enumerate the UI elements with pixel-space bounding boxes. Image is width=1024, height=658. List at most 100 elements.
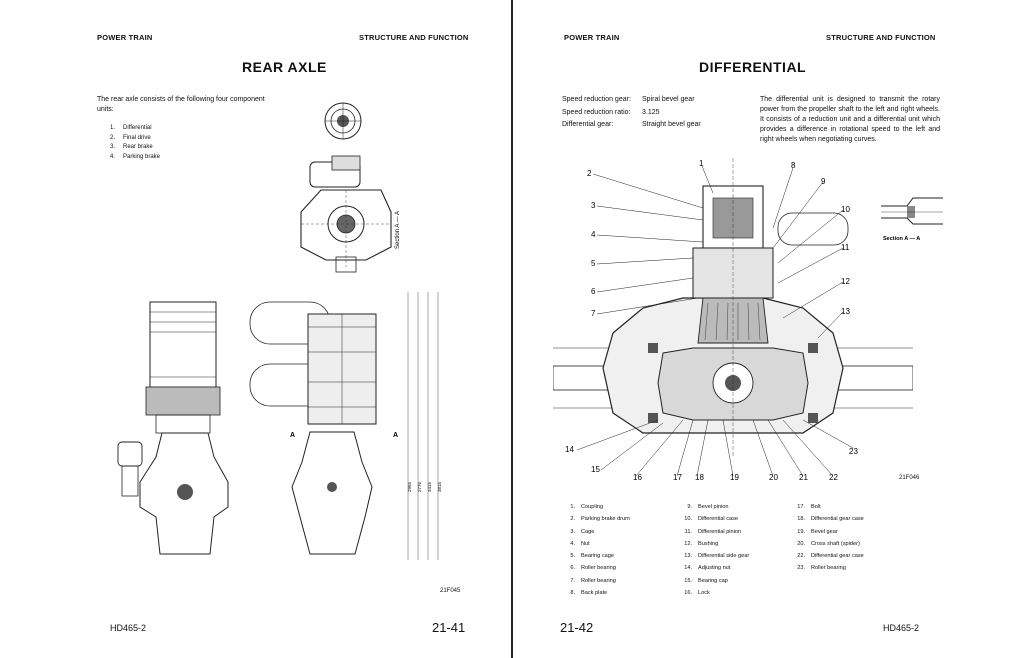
callout-4: 4 (591, 230, 596, 239)
part-number: 16. (684, 590, 692, 597)
component-item: 2. Final drive (97, 134, 160, 144)
part-list-item: 14.Adjusting nut (676, 562, 749, 574)
spec-value: Straight bevel gear (642, 121, 701, 128)
part-list-item: 10.Differential case (676, 513, 749, 525)
callout-7: 7 (591, 309, 596, 318)
callout-8: 8 (791, 161, 796, 170)
component-label: Parking brake (123, 153, 161, 160)
part-number: 23. (797, 565, 805, 572)
part-list-item: 20.Cross shaft (spider) (789, 538, 864, 550)
callout-20: 20 (769, 473, 778, 482)
part-number: 22. (797, 553, 805, 560)
part-number: 3. (570, 528, 575, 535)
callout-18: 18 (695, 473, 704, 482)
part-number: 9. (687, 504, 692, 510)
part-label: Roller bearing (581, 577, 616, 584)
part-label: Lock (698, 590, 710, 597)
part-label: Adjusting nut (698, 565, 731, 572)
part-label: Differential gear case (811, 553, 864, 560)
page-title-differential: DIFFERENTIAL (699, 59, 807, 75)
right-header-section: POWER TRAIN (564, 33, 620, 42)
part-label: Nut (581, 540, 590, 547)
dimension-2776: 2776 (417, 481, 422, 492)
part-list-item: 1.Coupling (559, 501, 630, 513)
part-number: 17. (797, 504, 805, 510)
part-label: Bevel pinion (698, 504, 729, 510)
part-list-item: 9. Bevel pinion (676, 501, 749, 513)
callout-16: 16 (633, 473, 642, 482)
component-number: 4. (109, 153, 115, 160)
component-number: 2. (109, 134, 115, 141)
callout-2: 2 (587, 169, 592, 178)
component-item: 1.Differential (97, 124, 160, 134)
part-label: Bearing cap (698, 577, 728, 584)
part-label: Bearing cage (581, 553, 614, 560)
part-list-item: 22. Differential gear case (789, 550, 864, 562)
callout-19: 19 (730, 473, 739, 482)
component-item: 3.Rear brake (97, 143, 160, 153)
callout-1: 1 (699, 159, 704, 168)
callout-23: 23 (849, 447, 858, 456)
differential-section-a-a-figure: Section A — A (881, 197, 943, 242)
part-number: 2. (570, 516, 575, 523)
callout-14: 14 (565, 445, 574, 454)
part-list-item: 18.Differential gear case (789, 513, 864, 525)
section-a-a-housing-figure: Section A — A (300, 155, 401, 273)
spec-value: 3.125 (642, 108, 660, 116)
spec-label: Differential gear: (562, 121, 614, 128)
part-label: Differential side gear (698, 553, 750, 560)
page-title-rear-axle: REAR AXLE (242, 59, 327, 75)
part-label: Bevel gear (811, 528, 838, 535)
left-page-number: 21-41 (432, 620, 466, 635)
part-number: 19. (797, 528, 805, 535)
part-number: 12. (684, 540, 692, 547)
part-label: Differential pinion (698, 528, 742, 535)
part-number: 1. (570, 504, 575, 510)
part-label: Parking brake drum (581, 516, 630, 523)
component-number: 3. (109, 144, 115, 150)
rear-axle-plan-figure: A A 2955 2776 3415 3815 (117, 292, 442, 560)
part-list-item: 6.Roller bearing (559, 562, 630, 574)
part-list-item: 4.Nut (559, 538, 630, 550)
right-page: POWER TRAIN STRUCTURE AND FUNCTION DIFFE… (513, 0, 1024, 658)
right-header-chapter: STRUCTURE AND FUNCTION (826, 33, 936, 42)
part-list-item: 16. Lock (676, 587, 749, 599)
book-spine-divider (511, 0, 513, 658)
part-number: 18. (797, 516, 805, 523)
component-label: Differential (123, 125, 152, 131)
part-list-item: 11.Differential pinion (676, 526, 749, 538)
spec-label: Speed reduction gear: (562, 96, 631, 103)
part-list-item: 3.Cage (559, 526, 630, 538)
axle-end-view-figure (324, 102, 362, 140)
figure-code-21f045: 21F045 (440, 588, 461, 594)
part-number: 7. (570, 577, 575, 584)
part-list-item: 2. Parking brake drum (559, 513, 630, 525)
rear-axle-intro: The rear axle consists of the following … (97, 96, 265, 113)
section-mark-a-left: A (290, 432, 295, 439)
part-list-item: 19. Bevel gear (789, 526, 864, 538)
part-list-item: 13.Differential side gear (676, 550, 749, 562)
callout-12: 12 (841, 277, 850, 286)
component-item: 4. Parking brake (97, 153, 160, 163)
part-label: Differential case (698, 516, 739, 523)
part-number: 20. (797, 540, 805, 547)
part-label: Back plate (581, 590, 608, 597)
dimension-3815: 3815 (437, 481, 442, 492)
right-footer-model: HD465-2 (883, 623, 920, 633)
spec-labels: Speed reduction gear:Speed reduction rat… (562, 94, 631, 132)
section-a-a-label: Section A — A (395, 211, 401, 249)
callout-15: 15 (591, 465, 600, 474)
part-list-item: 17.Bolt (789, 501, 864, 513)
part-list-item: 7. Roller bearing (559, 575, 630, 587)
callout-21: 21 (799, 473, 808, 482)
component-label: Final drive (123, 134, 151, 141)
callout-3: 3 (591, 201, 596, 210)
dimension-2955: 2955 (407, 481, 412, 492)
part-number: 15. (684, 577, 692, 584)
part-label: Roller bearing (581, 565, 616, 572)
differential-section-label: Section A — A (883, 236, 920, 242)
